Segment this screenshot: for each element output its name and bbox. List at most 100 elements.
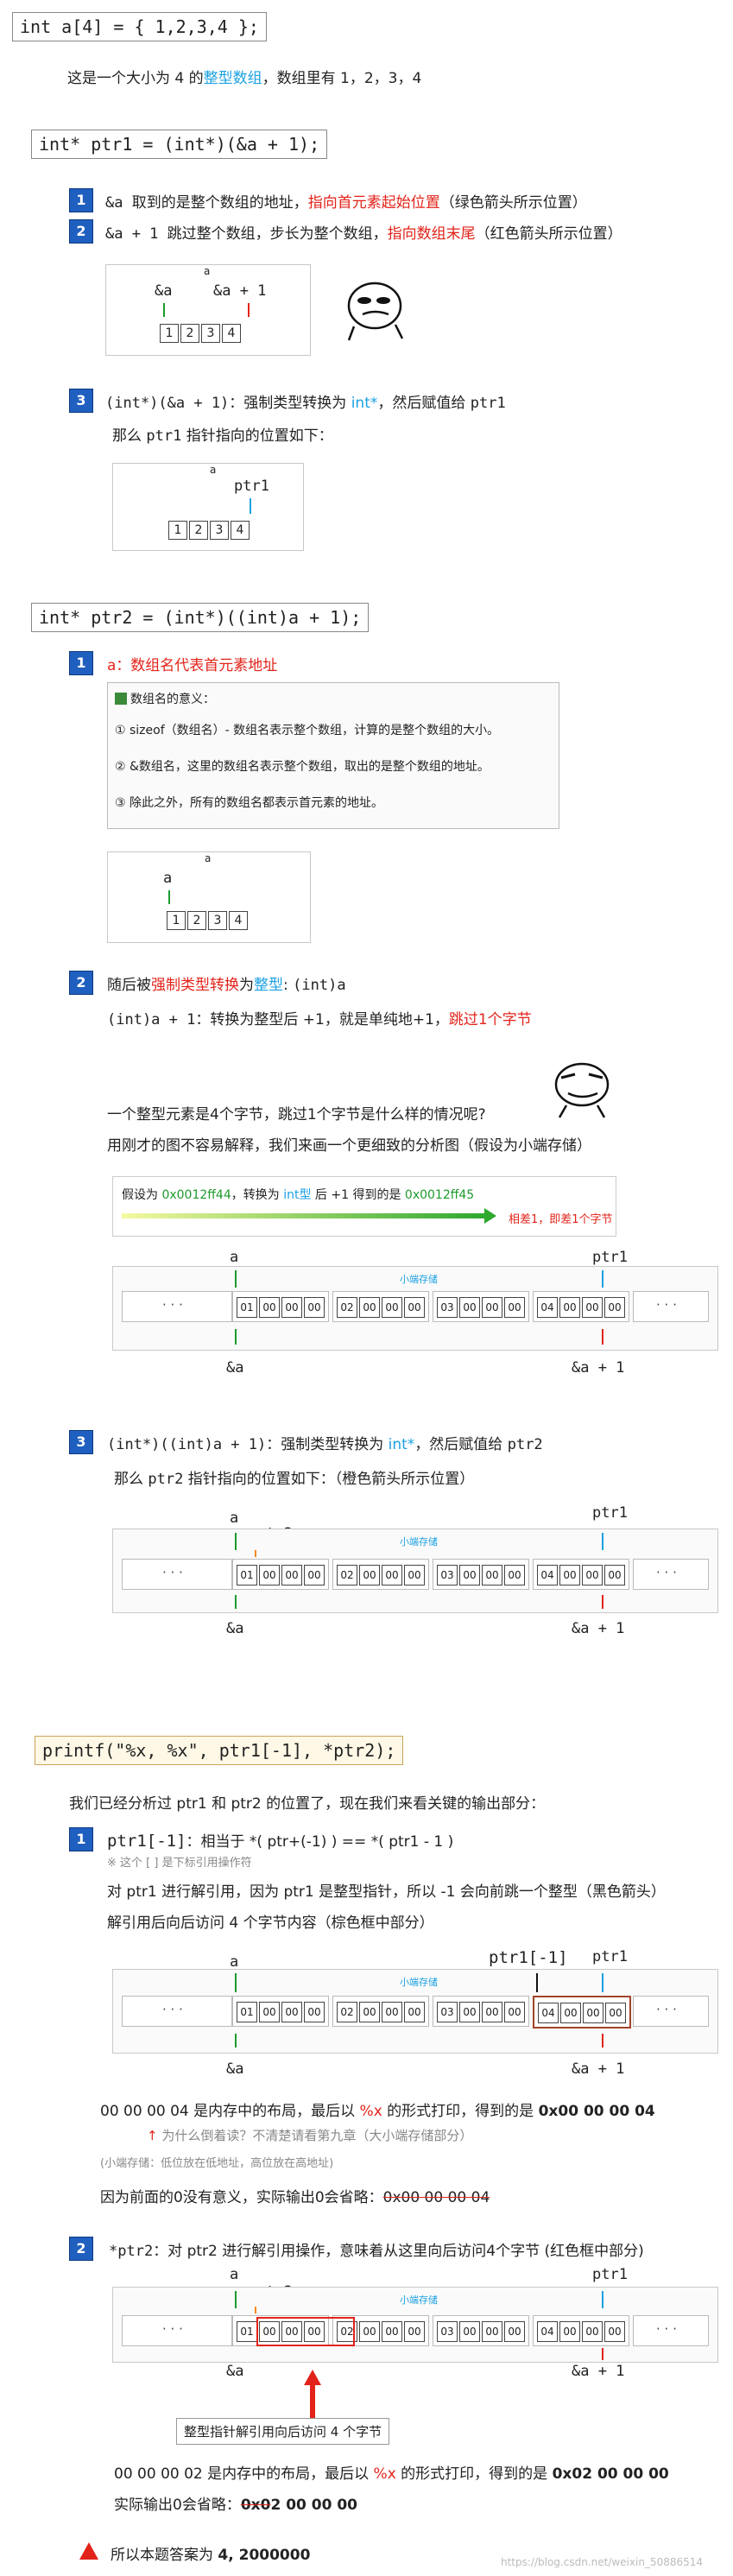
array-cell: 3 <box>210 521 229 540</box>
array-cell: 1 <box>168 521 187 540</box>
step3-hl: int* <box>388 1436 415 1453</box>
note-title: 数组名的意义： <box>115 690 215 707</box>
mem-amp-a-plus-1: &a + 1 <box>572 1620 625 1637</box>
out2-mid: 的形式打印，得到的是 <box>395 2465 553 2483</box>
step1-pre: &a 取到的是整个数组的地址， <box>105 194 308 212</box>
mem-byte: 00 <box>259 2321 280 2342</box>
up-arrow-icon: ↑ <box>147 2128 158 2143</box>
mem-byte: 00 <box>259 1565 280 1585</box>
out2-pre: 00 00 00 02 是内存中的布局，最后以 <box>114 2465 374 2483</box>
red-arrow <box>602 1329 603 1345</box>
mem-byte: 00 <box>504 2321 525 2342</box>
output1-line: 00 00 00 04 是内存中的布局，最后以 %x 的形式打印，得到的是 0x… <box>100 2098 655 2120</box>
mem-title: 小端存储 <box>400 2294 438 2306</box>
omit2-pre: 实际输出0会省略： <box>114 2497 241 2514</box>
assume-mid: ，转换为 <box>231 1188 284 1202</box>
mem-byte: 01 <box>237 1565 257 1585</box>
cyan-arrow <box>250 498 251 514</box>
mem-ptr1-label: ptr1 <box>592 2266 628 2283</box>
step2-code: (int)a <box>293 977 346 994</box>
array-name-note: 数组名的意义： ① sizeof（数组名）- 数组名表示整个数组，计算的是整个数… <box>107 682 559 829</box>
mem-byte: 00 <box>559 1297 580 1318</box>
mem-seg-dots: · · · <box>633 1996 709 2027</box>
mem-byte: 00 <box>559 2321 580 2342</box>
omit1-pre: 因为前面的0没有意义，实际输出0会省略： <box>100 2189 383 2206</box>
green-arrow <box>235 1329 237 1345</box>
mem-byte: 00 <box>359 1565 380 1585</box>
code-text: int* ptr1 = (int*)(&a + 1); <box>39 134 320 155</box>
mem-byte: 00 <box>382 1297 402 1318</box>
meme-face-icon <box>347 282 404 341</box>
note-item: ② &数组名，这里的数组名表示整个数组，取出的是整个数组的地址。 <box>115 760 490 774</box>
mem-ptr1-label: ptr1 <box>592 1504 628 1522</box>
assume-box: 假设为 0x0012ff44，转换为 int型 后 +1 得到的是 0x0012… <box>112 1176 616 1237</box>
red-arrow <box>602 1595 603 1609</box>
mem-title: 小端存储 <box>400 1536 438 1547</box>
mem-a-label: a <box>230 2266 239 2283</box>
step-badge: 3 <box>69 389 93 413</box>
step-badge: 2 <box>69 971 93 995</box>
mem-a-label: a <box>230 1249 239 1266</box>
orange-arrow <box>255 1550 256 1557</box>
array-cell: 1 <box>160 324 179 343</box>
diag-top-a: a <box>210 464 217 476</box>
step-badge: 2 <box>69 2237 93 2261</box>
array-cell: 4 <box>222 324 241 343</box>
line2-var: ptr1 <box>146 427 182 445</box>
mem-amp-a: &a <box>226 2060 244 2078</box>
mem-seg-dots: · · · <box>122 1291 232 1322</box>
array-cells: 1 2 3 4 <box>168 521 251 540</box>
final-answer: 4, 2000000 <box>218 2547 311 2564</box>
mem-seg-dots: · · · <box>122 1996 232 2027</box>
red-arrow <box>602 2034 603 2048</box>
mem-byte: 00 <box>382 1565 402 1585</box>
step2-post: : <box>283 977 294 994</box>
green-arrow <box>235 1533 237 1550</box>
out2-fmt: %x <box>373 2465 396 2483</box>
analysis-intro: 我们已经分析过 ptr1 和 ptr2 的位置了，现在我们来看关键的输出部分： <box>69 1795 546 1813</box>
mem-byte: 00 <box>482 1565 502 1585</box>
question-line2: 用刚才的图不容易解释，我们来画一个更细致的分析图（假设为小端存储） <box>107 1137 591 1155</box>
output2-line: 00 00 00 02 是内存中的布局，最后以 %x 的形式打印，得到的是 0x… <box>114 2461 669 2483</box>
mem-byte: 00 <box>304 1297 325 1318</box>
array-cells: 1 2 3 4 <box>160 324 243 343</box>
mem-dots: · · · <box>162 1565 183 1580</box>
note-icon <box>115 693 127 705</box>
out1-pre: 00 00 00 04 是内存中的布局，最后以 <box>100 2103 360 2120</box>
black-arrow <box>536 1973 538 1992</box>
why-note: ↑ 为什么倒着读？不清楚请看第九章（大小端存储部分） <box>147 2126 472 2144</box>
mem-byte: 00 <box>304 1565 325 1585</box>
mem-byte: 00 <box>582 1565 603 1585</box>
out1-result: 0x00 00 00 04 <box>538 2103 655 2120</box>
array-cell: 2 <box>189 521 208 540</box>
mem-title: 小端存储 <box>400 1274 438 1285</box>
green-progress-arrow <box>122 1213 484 1218</box>
mem-ptr1-label: ptr1 <box>592 1249 628 1266</box>
array-diagram-1: a &a &a + 1 1 2 3 4 <box>105 264 311 356</box>
step-badge: 1 <box>69 188 93 212</box>
question-line1: 一个整型元素是4个字节，跳过1个字节是什么样的情况呢? <box>107 1106 486 1123</box>
mem-dots: · · · <box>656 1565 677 1580</box>
line2-pre: 那么 <box>112 427 147 445</box>
ptr1-step3: (int*)(&a + 1)：强制类型转换为 int*，然后赋值给 ptr1 <box>105 390 506 412</box>
mem-byte: 02 <box>337 1565 357 1585</box>
array-cell: 2 <box>187 911 206 930</box>
step2-hl: 指向数组末尾 <box>387 225 476 243</box>
out-step1: ptr1[-1]：相当于 *( ptr+(-1) ) == *( ptr1 - … <box>107 1829 453 1851</box>
step1-hl: 指向首元素起始位置 <box>307 194 440 212</box>
step1-post: （绿色箭头所示位置） <box>439 194 587 212</box>
mem-amp-a: &a <box>226 1359 244 1377</box>
cyan-arrow <box>602 2291 603 2308</box>
diag-ptr1-label: ptr1 <box>234 478 269 495</box>
deref-label-box: 整型指针解引用向后访问 4 个字节 <box>176 2418 390 2445</box>
mem-byte: 00 <box>482 2002 502 2022</box>
mem-byte: 00 <box>605 2003 626 2023</box>
mem-byte: 00 <box>504 2002 525 2022</box>
line2-post: 指针指向的位置如下：（橙色箭头所示位置） <box>183 1471 475 1488</box>
desc-post: ，数组里有 1，2，3，4 <box>262 70 422 87</box>
